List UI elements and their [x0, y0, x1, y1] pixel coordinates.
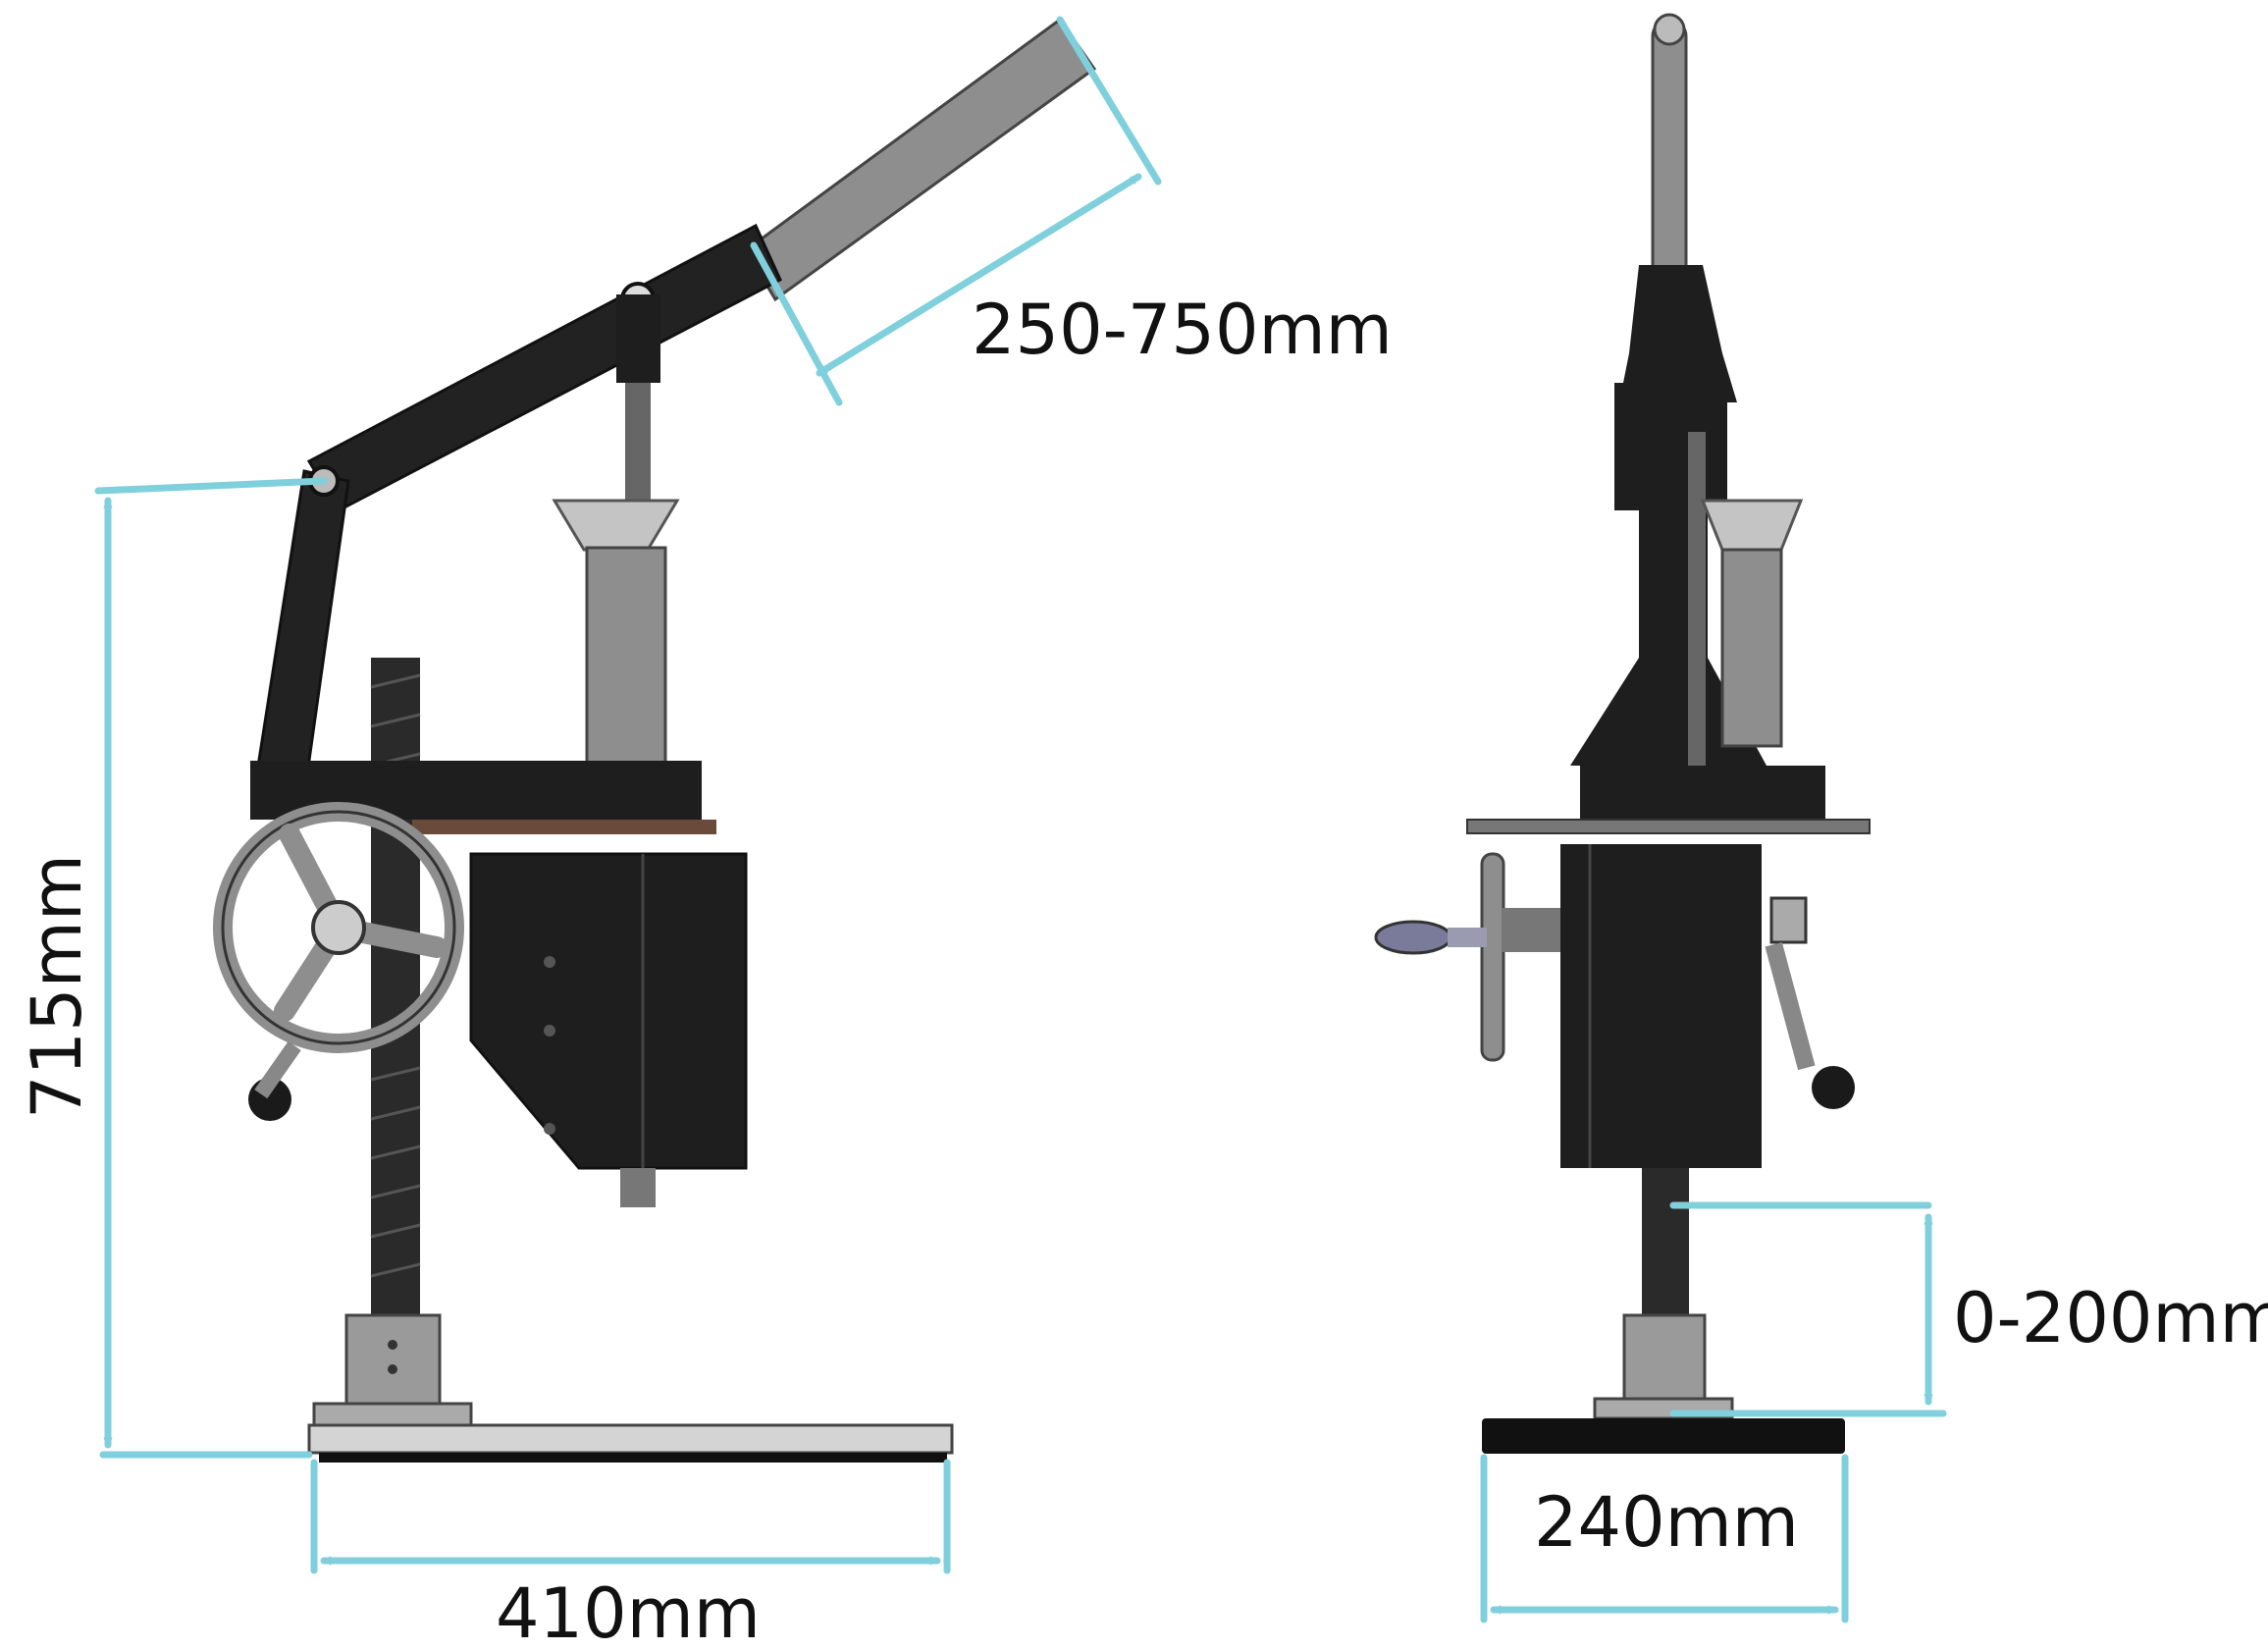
front-handle-knob — [1374, 920, 1452, 955]
height-label: 715mm — [17, 854, 97, 1119]
front-carriage — [1580, 766, 1825, 820]
lever-arm — [306, 223, 782, 512]
front-lever-head — [1619, 265, 1737, 402]
column-sleeve — [344, 1313, 442, 1410]
dimension-lines — [94, 16, 1947, 1623]
pivot-bracket — [616, 294, 660, 383]
front-base — [1482, 1418, 1845, 1454]
front-sleeve — [1622, 1313, 1707, 1401]
link-arm — [253, 469, 350, 797]
front-view-machine — [1374, 13, 1871, 1454]
front-spindle — [1642, 1168, 1689, 1315]
side-view-machine — [213, 17, 1097, 1463]
lever-extension — [744, 17, 1097, 302]
hopper-tube — [585, 546, 667, 771]
nozzle — [620, 1168, 656, 1207]
front-hopper-tube — [1720, 548, 1783, 748]
stroke-range-label: 0-200mm — [1953, 1278, 2268, 1358]
base-plate — [307, 1423, 954, 1455]
lever-length-arrow — [816, 173, 1142, 377]
front-motor-block — [1560, 844, 1762, 1168]
lever-length-label: 250-750mm — [972, 290, 1393, 370]
base-width-label: 240mm — [1534, 1482, 1799, 1563]
hopper-funnel — [552, 499, 680, 552]
carriage-plate — [412, 820, 716, 834]
front-hopper — [1700, 499, 1804, 552]
front-handwheel — [1480, 852, 1505, 1062]
motor-block — [469, 852, 748, 1170]
base-block — [312, 1402, 473, 1427]
base-length-label: 410mm — [496, 1573, 761, 1650]
front-lever — [1651, 18, 1688, 306]
